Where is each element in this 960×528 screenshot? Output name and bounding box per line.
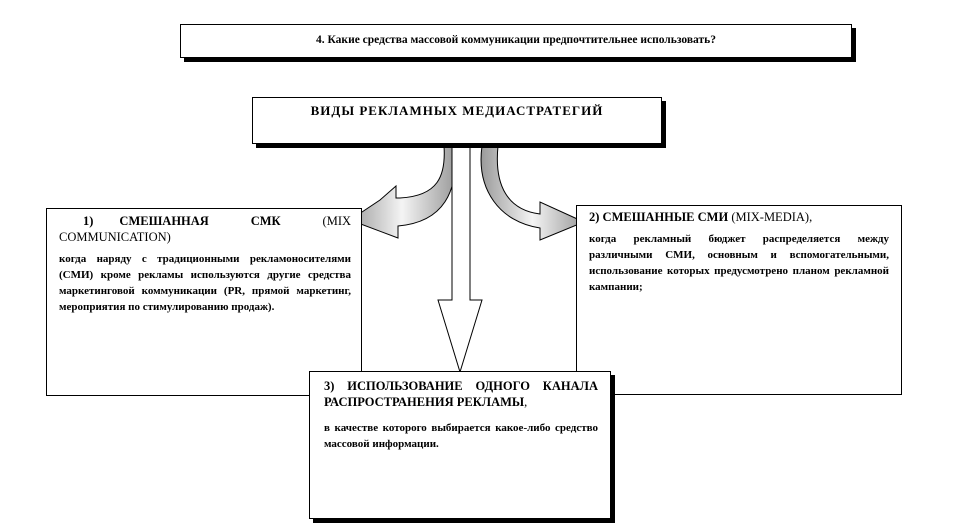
left-heading: 1) СМЕШАННАЯ СМК (MIX COMMUNICATION) [59,213,351,245]
left-heading-text: СМЕШАННАЯ СМК [119,214,281,228]
center-down-arrow [437,145,483,374]
left-number: 1) [83,214,94,228]
center-box: 3) ИСПОЛЬЗОВАНИЕ ОДНОГО КАНАЛА РАСПРОСТР… [309,371,611,519]
center-heading: 3) ИСПОЛЬЗОВАНИЕ ОДНОГО КАНАЛА РАСПРОСТР… [324,378,598,410]
center-body: в качестве которого выбирается какое-либ… [324,422,598,450]
question-box: 4. Какие средства массовой коммуникации … [180,24,852,58]
right-curved-arrow [480,145,586,241]
title-box: ВИДЫ РЕКЛАМНЫХ МЕДИАСТРАТЕГИЙ [252,97,662,144]
question-text: 4. Какие средства массовой коммуникации … [316,34,716,46]
left-body: когда наряду с традиционными рекламоноси… [59,253,351,313]
right-body: когда рекламный бюджет распределяется ме… [589,233,889,293]
right-heading: 2) СМЕШАННЫЕ СМИ (MIX-MEDIA), [589,209,889,225]
left-heading-paren: (MIX COMMUNICATION) [59,214,352,244]
title-text: ВИДЫ РЕКЛАМНЫХ МЕДИАСТРАТЕГИЙ [310,103,604,118]
left-box: 1) СМЕШАННАЯ СМК (MIX COMMUNICATION) когд… [46,208,362,396]
right-box: 2) СМЕШАННЫЕ СМИ (MIX-MEDIA), когда рекл… [576,205,902,395]
center-heading-text: 3) ИСПОЛЬЗОВАНИЕ ОДНОГО КАНАЛА РАСПРОСТР… [324,379,598,409]
right-heading-text: 2) СМЕШАННЫЕ СМИ [589,210,729,224]
left-curved-arrow [348,145,457,239]
right-heading-paren: (MIX-MEDIA), [731,210,813,224]
center-heading-suffix: , [524,395,528,409]
